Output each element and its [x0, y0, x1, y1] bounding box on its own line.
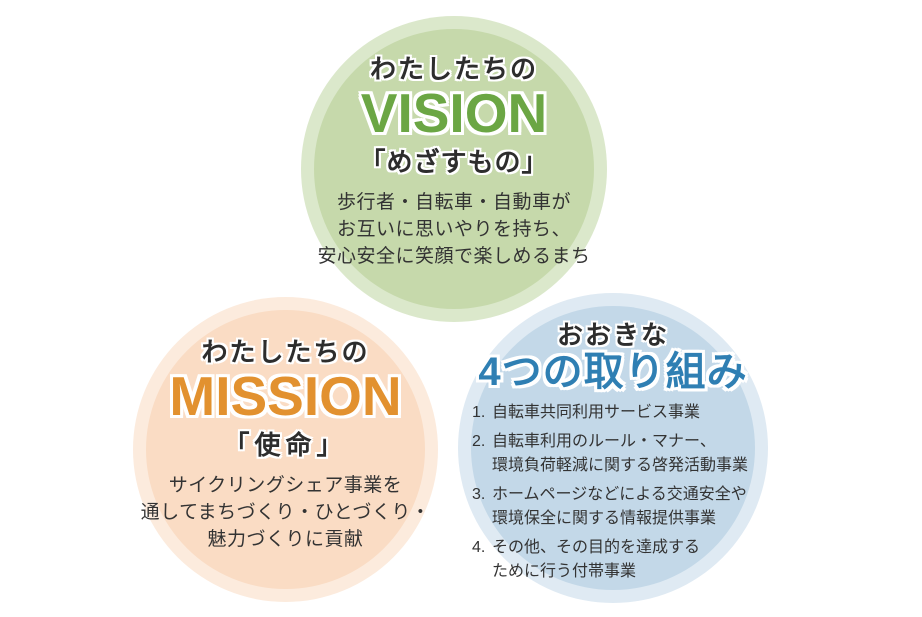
initiatives-circle: おおきな 4つの取り組み 1. 自転車共同利用サービス事業 2. 自転車利用のル… [458, 293, 768, 603]
list-item: 2. 自転車利用のルール・マナー、 環境負荷軽減に関する啓発活動事業 [472, 430, 754, 478]
mission-circle: わたしたちの MISSION 「使命」 サイクリングシェア事業を 通してまちづく… [133, 297, 438, 602]
initiatives-circle-inner-disc [471, 306, 755, 590]
mission-circle-inner-disc [146, 310, 425, 589]
vision-circle-inner-disc [314, 29, 594, 309]
mission-content: わたしたちの MISSION 「使命」 サイクリングシェア事業を 通してまちづく… [133, 297, 438, 602]
list-item-number: 4. [472, 539, 486, 557]
list-item-number: 2. [472, 433, 486, 451]
list-item-text: その他、その目的を達成する ために行う付帯事業 [492, 539, 701, 581]
list-item-text: ホームページなどによる交通安全や 環境保全に関する情報提供事業 [492, 486, 747, 528]
mission-title: MISSION [169, 365, 402, 428]
mission-subtitle: 「使命」 [223, 429, 348, 460]
vision-circle: わたしたちの VISION 「めざすもの」 歩行者・自転車・自動車が お互いに思… [301, 16, 607, 322]
list-item-text: 自転車利用のルール・マナー、 環境負荷軽減に関する啓発活動事業 [492, 433, 749, 475]
list-item-number: 3. [472, 486, 486, 504]
vision-title: VISION [360, 82, 548, 145]
initiatives-eyebrow: おおきな [556, 320, 669, 350]
list-item: 1. 自転車共同利用サービス事業 [472, 401, 754, 425]
list-item-number: 1. [472, 404, 486, 422]
list-item: 4. その他、その目的を達成する ために行う付帯事業 [472, 536, 754, 584]
initiatives-content: おおきな 4つの取り組み 1. 自転車共同利用サービス事業 2. 自転車利用のル… [458, 293, 768, 603]
list-item-text: 自転車共同利用サービス事業 [492, 404, 701, 422]
vision-subtitle: 「めざすもの」 [359, 146, 549, 177]
initiatives-title: 4つの取り組み [478, 350, 748, 395]
vision-body-text: 歩行者・自転車・自動車が お互いに思いやりを持ち、 安心安全に笑顔で楽しめるまち [317, 192, 591, 268]
vision-content: わたしたちの VISION 「めざすもの」 歩行者・自転車・自動車が お互いに思… [301, 16, 607, 322]
mission-body-text: サイクリングシェア事業を 通してまちづくり・ひとづくり・ 魅力づくりに貢献 [140, 475, 431, 551]
mission-eyebrow: わたしたちの [201, 337, 370, 367]
initiatives-list: 1. 自転車共同利用サービス事業 2. 自転車利用のルール・マナー、 環境負荷軽… [472, 401, 754, 584]
list-item: 3. ホームページなどによる交通安全や 環境保全に関する情報提供事業 [472, 483, 754, 531]
vision-eyebrow: わたしたちの [369, 54, 538, 84]
